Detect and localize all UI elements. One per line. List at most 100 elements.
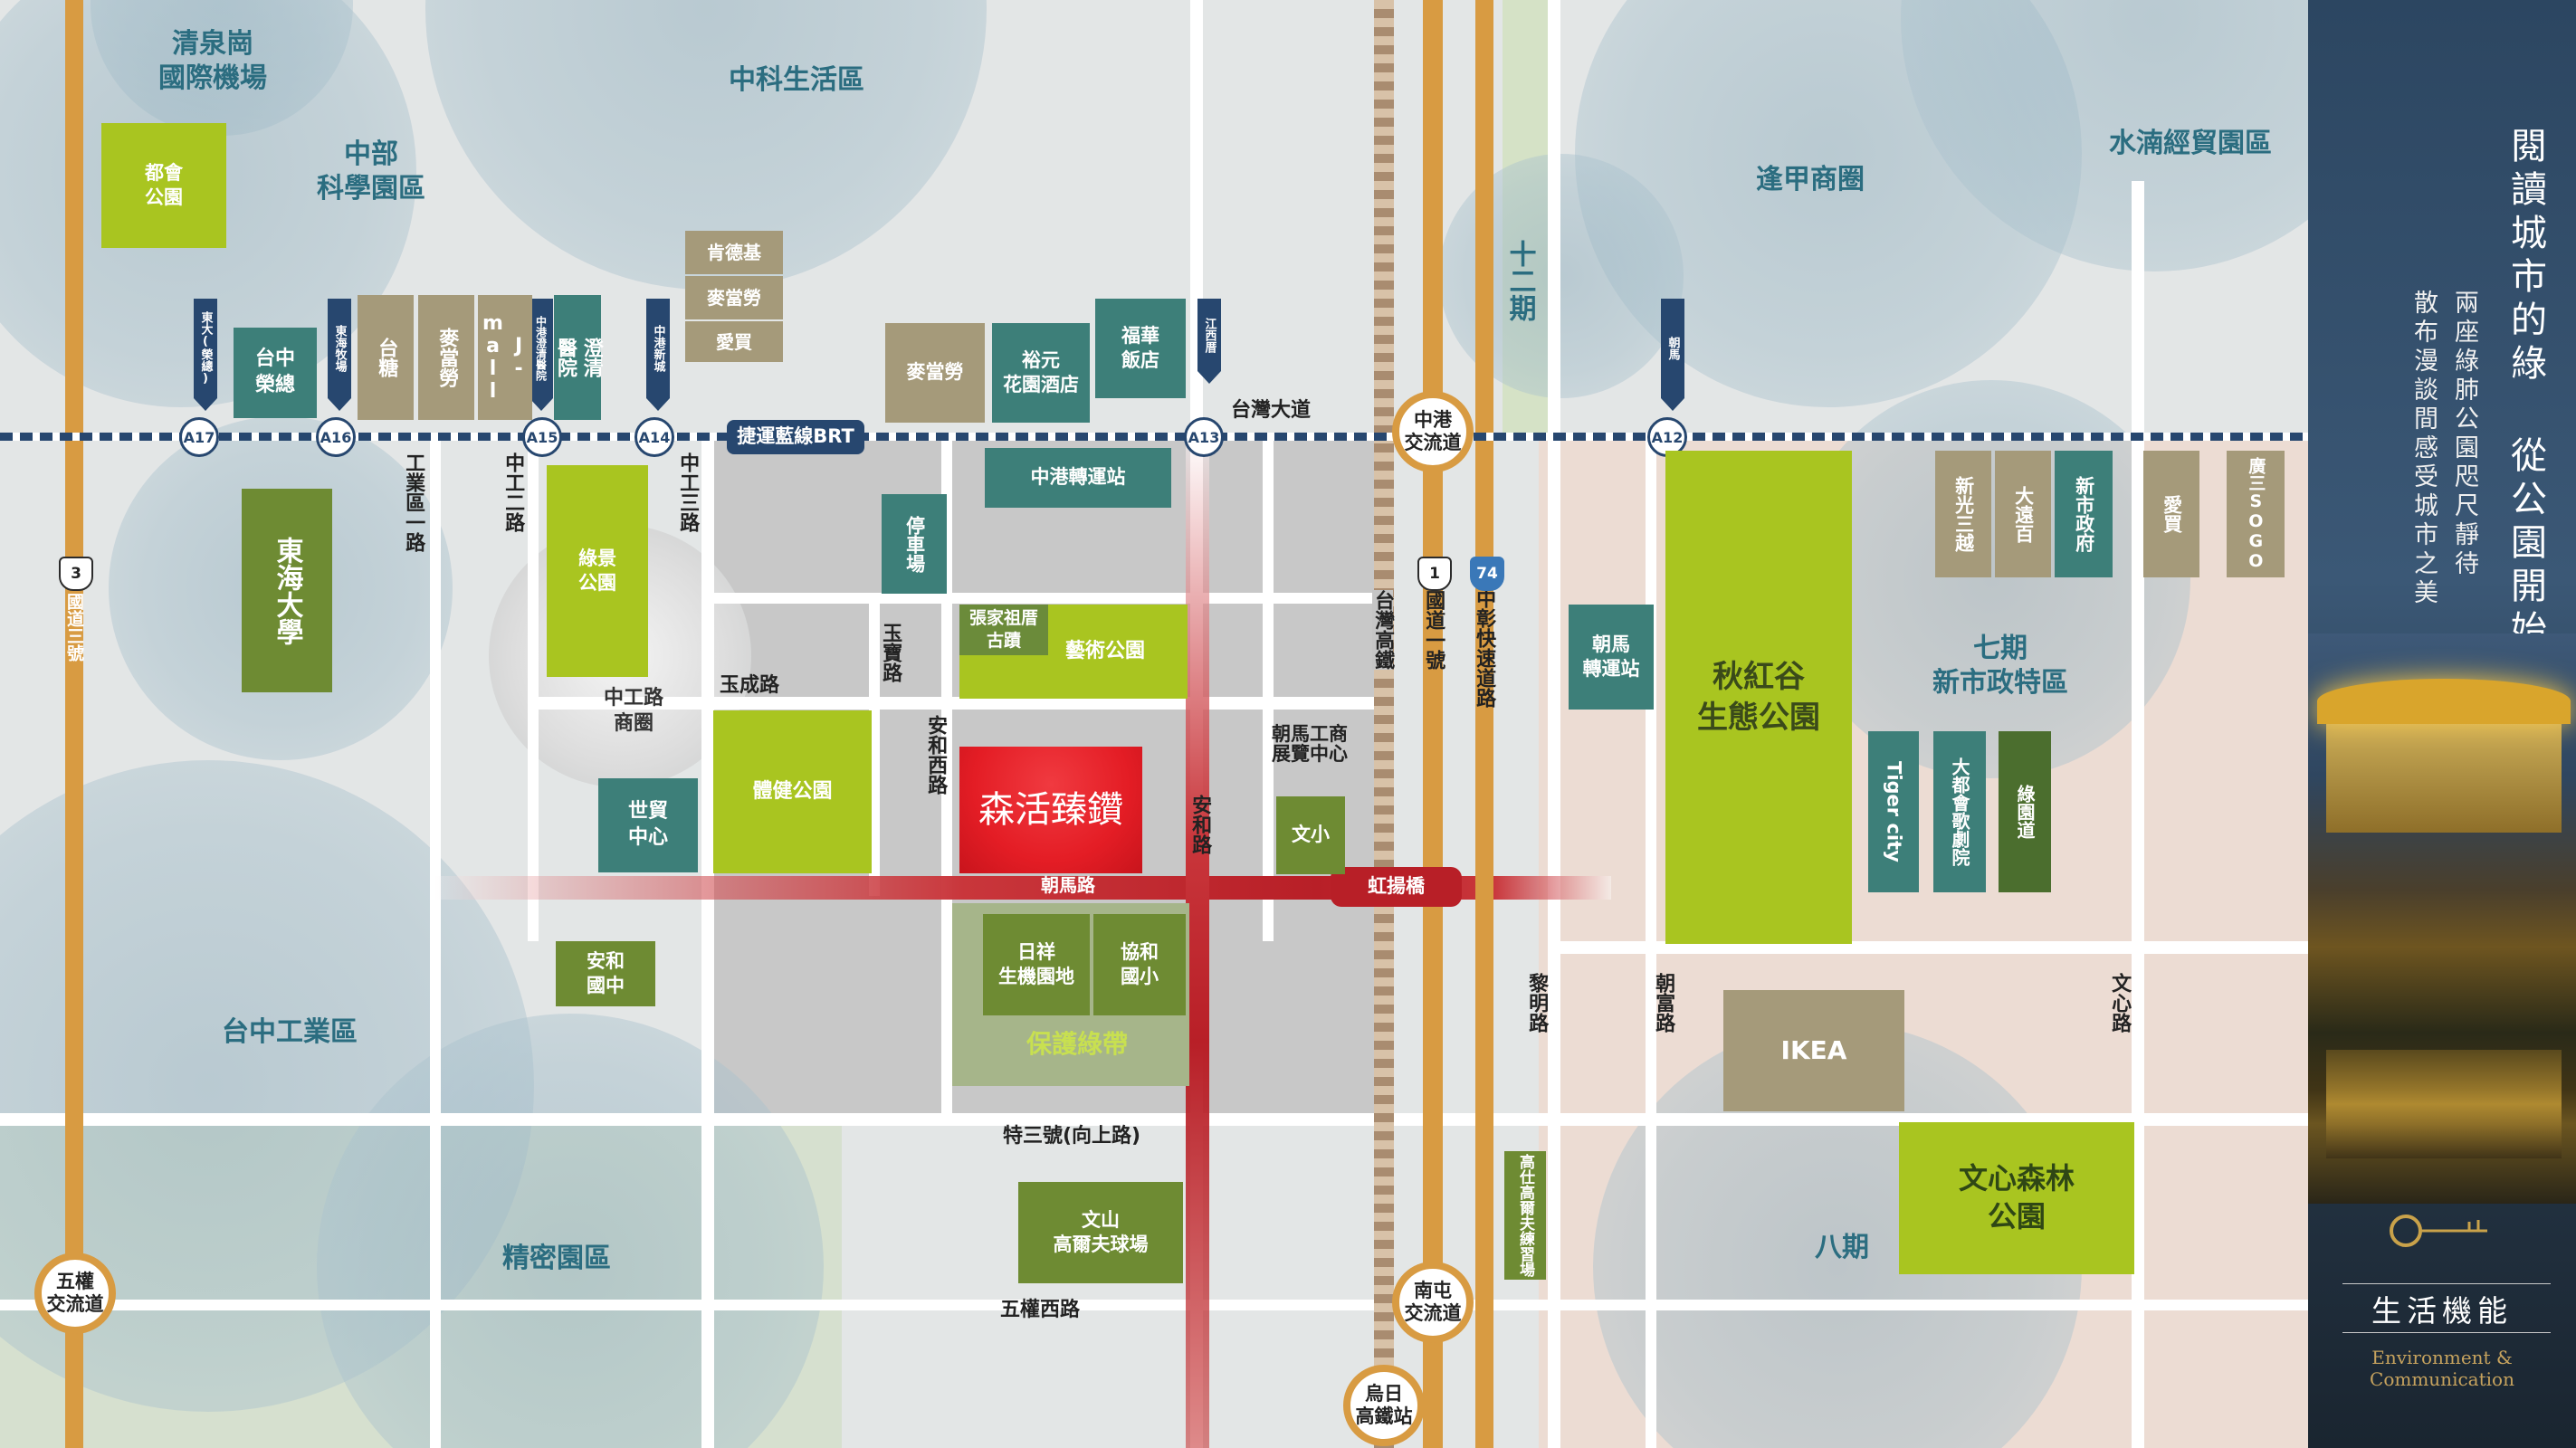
road-yucheng [534,697,1385,710]
region-qingquangang: 清泉崗 國際機場 [158,28,267,94]
panel-section-title: 生活機能 [2371,1293,2513,1329]
side-panel: 閱讀城市的綠 從公園開始 兩座綠肺公園咫尺靜待 散布漫談間感受城市之美 生活機能… [2308,0,2576,1448]
interchange-nantun: 南屯 交流道 [1392,1262,1474,1343]
brt-line [0,433,2308,441]
block-fitness-park: 體健公園 [713,710,872,873]
pavilion-roof [2317,679,2571,724]
block-chengqing: 澄清 醫院 [554,295,603,420]
label-guodao3: 國道三號 [63,593,84,662]
brt-flag-chaoma: 朝馬 [1661,299,1684,411]
shield-guodao1: 1 [1417,557,1452,591]
region-baqi: 八期 [1815,1232,1869,1263]
block-zhonggang-transfer: 中港轉運站 [985,448,1171,508]
block-sogo: 廣三SOGO [2227,451,2285,577]
label-tesan: 特三號(向上路) [1003,1125,1141,1148]
road-yubao [869,597,880,896]
block-fuhua: 福華 飯店 [1095,299,1186,398]
block-wenxiao: 文小 [1276,796,1345,874]
highway-guodao1 [1423,0,1443,1448]
key-icon [2388,1213,2496,1249]
brt-flag-donghai: 東海牧場 [328,299,351,411]
block-parking: 停車場 [882,494,947,594]
region-jingmi: 精密園區 [502,1243,611,1274]
block-chaoma-transfer: 朝馬 轉運站 [1569,605,1654,710]
block-duhui-park: 都會 公園 [101,123,226,248]
panel-subtitle1: 兩座綠肺公園咫尺靜待 [2450,290,2478,579]
block-tunghai: 東海大學 [242,489,332,692]
block-aimai1: 愛買 [685,321,783,362]
block-green-way: 綠園道 [1999,731,2051,892]
block-tiger-city: Tiger city [1868,731,1919,892]
brt-flag-zhonggang-xincheng: 中港新城 [646,299,670,411]
pavilion-glow [2326,724,2562,833]
label-guodao1: 國道一號 [1422,590,1445,670]
shield-74: 74 [1470,557,1504,591]
label-chaoma-expo: 朝馬工商 展覽中心 [1272,723,1348,766]
block-rixiang: 日祥 生機園地 [983,914,1090,1015]
block-project: 森活臻鑽 [959,747,1142,873]
block-ikea: IKEA [1723,990,1904,1111]
block-aimai2: 愛買 [2143,451,2199,577]
road-gongyequ1 [430,434,441,1448]
region-shuinan: 水湳經貿園區 [2109,128,2272,159]
block-mcd2: 麥當勞 [685,276,783,319]
block-world-trade: 世貿 中心 [598,778,698,872]
label-anhexi: 安和西路 [924,715,948,795]
brt-line-label: 捷運藍線BRT [727,420,864,454]
block-gaoshi-golf: 高仕高爾夫練習場 [1504,1151,1546,1280]
panel-section-en: Environment & Communication [2370,1347,2514,1390]
road-wenxin-h [1557,941,2308,954]
panel-photo [2308,634,2576,1204]
label-yubao: 玉寶路 [879,623,902,682]
panel-title: 閱讀城市的綠 從公園開始 [2504,127,2546,653]
block-jmall: J-mall [478,295,532,420]
region-taizhong-industrial: 台中工業區 [222,1016,358,1048]
region-fengjia: 逢甲商圈 [1756,164,1865,195]
label-wenxin: 文心路 [2108,973,2132,1033]
rail-taiwan-hsr [1374,0,1394,1448]
label-gongyequ1: 工業區一路 [402,452,425,552]
block-lvjing: 綠景 公園 [547,465,648,677]
label-green-belt: 保護綠帶 [1026,1029,1128,1059]
label-anhe: 安和路 [1188,795,1212,854]
block-yuyuan: 裕元 花園酒店 [992,323,1090,423]
region-zhonggong-shangquan: 中工路 商圈 [603,687,663,735]
road-wuquanxi [0,1300,2308,1310]
brt-station-a13: A13 [1184,417,1224,457]
block-wenshan-golf: 文山 高爾夫球場 [1018,1182,1183,1283]
block-kfc: 肯德基 [685,231,783,274]
road-anhexi [941,434,952,1122]
block-tang-sugar: 台糖 [358,295,414,420]
region-zhongbu: 中部 科學園區 [317,138,425,205]
label-hongyang: 虹揚橋 [1331,867,1462,907]
brt-station-a16: A16 [316,417,356,457]
label-yucheng: 玉成路 [720,674,780,697]
label-wuquanxi: 五權西路 [1000,1299,1081,1321]
road-v-1400 [1263,434,1274,941]
label-chaofu: 朝富路 [1652,973,1675,1033]
block-mcd1: 麥當勞 [418,295,474,420]
brt-flag-jiangxicuo: 江西厝 [1197,299,1221,384]
road-chaofu [1646,434,1656,1448]
label-zhonggong3: 中工三路 [676,452,700,532]
location-map: 清泉崗 國際機場 中科生活區 中部 科學園區 逢甲商圈 水湳經貿園區 台中工業區… [0,0,2308,1448]
circle-qiqi [1792,380,2190,778]
block-zhang-family: 張家祖厝 古蹟 [959,605,1048,655]
brt-flag-dongda: 東大(榮總) [194,299,217,411]
road-zhonggong3 [701,434,714,1448]
panel-subtitle2: 散布漫談間感受城市之美 [2409,290,2438,608]
interchange-wuquan: 五權 交流道 [34,1253,116,1334]
label-taiwan-rail: 台灣高鐵 [1371,590,1395,670]
block-taizhong-veterans: 台中 榮總 [234,328,317,418]
tiger-city-label: Tiger city [1883,761,1905,862]
block-xiehe: 協和 國小 [1093,914,1186,1015]
block-anhe-junior: 安和 國中 [556,941,655,1006]
block-far-east: 大遠百 [1995,451,2051,577]
label-zhonggong2: 中工二路 [501,452,525,532]
road-tesan [0,1113,2308,1126]
road-h-mid [704,593,1383,604]
panel-divider-top [2342,1283,2551,1284]
label-zhongzhang: 中彰快速道路 [1473,588,1496,708]
label-taiwan-blvd: 台灣大道 [1231,399,1312,422]
block-qiuhonggu: 秋紅谷 生態公園 [1665,451,1852,944]
